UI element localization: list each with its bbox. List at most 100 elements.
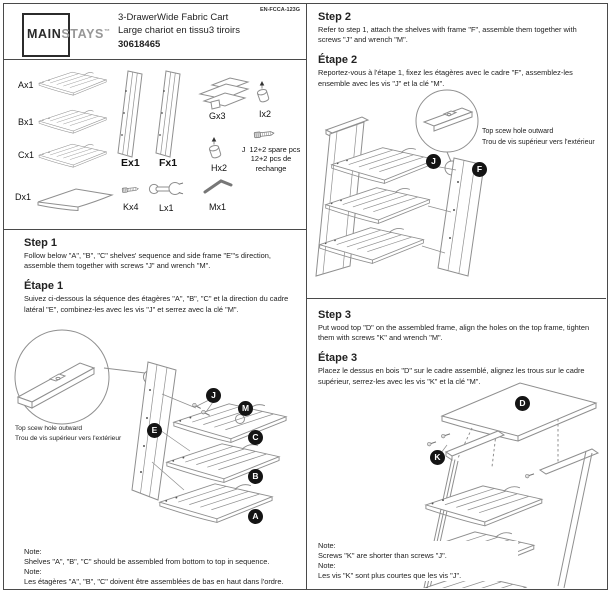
product-title-fr: Large chariot en tissu3 tiroirs xyxy=(118,25,240,37)
step1-body-en: Follow below "A", "B", "C" shelves' sequ… xyxy=(24,251,271,271)
part-label-c: Cx1 xyxy=(18,150,35,160)
callout-a-badge-step1: A xyxy=(248,509,263,524)
screw-guide-lines-step1 xyxy=(151,393,197,491)
column-divider xyxy=(306,3,307,589)
part-drawer-g-drawing xyxy=(198,77,250,110)
part-cap-h-drawing xyxy=(208,136,222,160)
annotation-step2-fr: Trou de vis supérieur vers l'extérieur xyxy=(482,139,595,147)
note3-text-en: Screws "K" are shorter than screws "J". xyxy=(318,550,447,560)
callout-m-badge-step1: M xyxy=(238,401,253,416)
step2-text-block: Step 2 Refer to step 1, attach the shelv… xyxy=(318,11,601,89)
callout-j-leader xyxy=(196,399,214,413)
magnifier-leader-step2 xyxy=(446,151,452,162)
magnifier-circle-step1 xyxy=(14,329,110,425)
part-label-k: Kx4 xyxy=(123,202,139,212)
mainstays-logo: MAINSTAYS™ xyxy=(27,27,110,41)
callout-d-badge-step3: D xyxy=(515,396,530,411)
part-shelf-a-drawing xyxy=(38,71,107,96)
part-label-g: Gx3 xyxy=(209,111,226,121)
product-titles: 3-DrawerWide Fabric Cart Large chariot e… xyxy=(118,11,240,51)
step2-step3-divider xyxy=(307,298,606,299)
step2-title-en: Step 2 xyxy=(318,11,352,23)
wood-top-d-drawing xyxy=(440,382,598,442)
part-label-a: Ax1 xyxy=(18,80,34,90)
callout-e-badge-step1: E xyxy=(147,423,162,438)
part-label-i: Ix2 xyxy=(259,109,272,119)
step3-shelf-top-drawing xyxy=(425,485,543,527)
step2-diagram xyxy=(315,89,485,277)
part-shelf-b-drawing xyxy=(38,109,107,134)
product-title-en: 3-DrawerWide Fabric Cart xyxy=(118,12,229,23)
note3-label-en: Note: xyxy=(318,541,336,550)
part-board-d-drawing xyxy=(37,188,114,212)
screw-k-marker-2 xyxy=(440,431,452,439)
note3-text-fr: Les vis "K" sont plus courtes que les vi… xyxy=(318,570,462,580)
callout-j-badge-step2: J xyxy=(426,154,441,169)
part-label-f: Fx1 xyxy=(159,157,178,169)
part-label-h: Hx2 xyxy=(211,163,228,173)
model-number: 30618465 xyxy=(118,38,161,50)
step3-text-block: Step 3 Put wood top "D" on the assembled… xyxy=(318,309,601,387)
mainstays-logo-box xyxy=(22,13,70,57)
callout-f-badge-step2: F xyxy=(472,162,487,177)
part-j-qty-en: 12+2 spare pcs xyxy=(249,145,301,154)
step3-body-en: Put wood top "D" on the assembled frame,… xyxy=(318,323,590,343)
callout-k-badge-step3: K xyxy=(430,450,445,465)
step3-title-fr: Étape 3 xyxy=(318,352,358,365)
note1-label-fr: Note: xyxy=(24,566,42,576)
note3-label-fr: Note: xyxy=(318,560,336,570)
step3-body-fr: Placez le dessus en bois "D" sur le cadr… xyxy=(318,366,585,386)
part-label-j: J xyxy=(241,145,246,154)
document-code: EN-FCCA-123G xyxy=(259,7,300,13)
screw-k-marker-3 xyxy=(524,471,536,479)
part-allen-key-m-drawing xyxy=(203,179,233,194)
top-frame-rails-drawing xyxy=(444,430,600,475)
part-label-j-line: J 12+2 spare pcs xyxy=(238,145,304,154)
part-label-l: Lx1 xyxy=(159,203,174,213)
part-label-j-block: J 12+2 spare pcs 12+2 pcs de rechange xyxy=(238,145,304,173)
part-screw-k-drawing xyxy=(121,186,139,193)
part-wrench-l-drawing xyxy=(148,182,186,195)
part-label-b: Bx1 xyxy=(18,117,34,127)
logo-main-text: MAIN xyxy=(27,27,62,41)
step2-body-fr: Reportez-vous à l'étape 1, fixez les éta… xyxy=(318,68,573,88)
header-divider xyxy=(4,59,306,60)
part-label-m: Mx1 xyxy=(209,202,227,212)
part-j-qty-fr: 12+2 pcs de rechange xyxy=(250,154,292,173)
part-frame-f-drawing xyxy=(155,70,181,158)
note1-text-fr: Les étagères "A", "B", "C" doivent être … xyxy=(24,576,284,586)
notes-step1: Note: Shelves "A", "B", "C" should be as… xyxy=(24,547,298,587)
magnified-frame-bar-step2 xyxy=(422,107,474,132)
logo-trademark: ™ xyxy=(103,28,110,35)
part-label-e: Ex1 xyxy=(121,157,140,169)
shelf-c-drawing xyxy=(173,403,287,443)
part-shelf-c-drawing xyxy=(38,143,107,168)
annotation-step1-en: Top scew hole outward xyxy=(15,425,83,432)
callout-b-badge-step1: B xyxy=(248,469,263,484)
step2-body-en: Refer to step 1, attach the shelves with… xyxy=(318,25,577,45)
logo-stays-text: STAYS xyxy=(61,27,104,41)
step1-body-fr: Suivez ci-dessous la séquence des étagèr… xyxy=(24,294,289,314)
step1-text-block: Step 1 Follow below "A", "B", "C" shelve… xyxy=(24,237,298,315)
step2-title-fr: Étape 2 xyxy=(318,54,358,67)
screw-k-marker-1 xyxy=(426,439,438,447)
alignment-dashed-lines xyxy=(457,419,559,468)
callout-j-badge-step1: J xyxy=(206,388,221,403)
parts-illustration xyxy=(37,70,275,212)
step1-title-en: Step 1 xyxy=(24,237,58,249)
annotation-step1: Top scew hole outward Trou de vis supéri… xyxy=(15,424,121,444)
step3-title-en: Step 3 xyxy=(318,309,352,321)
callout-c-badge-step1: C xyxy=(248,430,263,445)
note1-label-en: Note: xyxy=(24,547,42,556)
magnifier-leader-step1 xyxy=(103,367,146,374)
parts-divider xyxy=(4,229,306,230)
step1-title-fr: Étape 1 xyxy=(24,280,64,293)
annotation-step2: Top scew hole outward Trou de vis supéri… xyxy=(482,126,595,148)
page-border xyxy=(3,3,608,590)
part-frame-e-drawing xyxy=(117,70,143,158)
notes-step3: Note: Screws "K" are shorter than screws… xyxy=(318,541,518,581)
note1-text-en: Shelves "A", "B", "C" should be assemble… xyxy=(24,556,270,566)
screw-j-marker-1 xyxy=(191,402,203,411)
magnified-frame-bar-step1 xyxy=(16,362,96,409)
